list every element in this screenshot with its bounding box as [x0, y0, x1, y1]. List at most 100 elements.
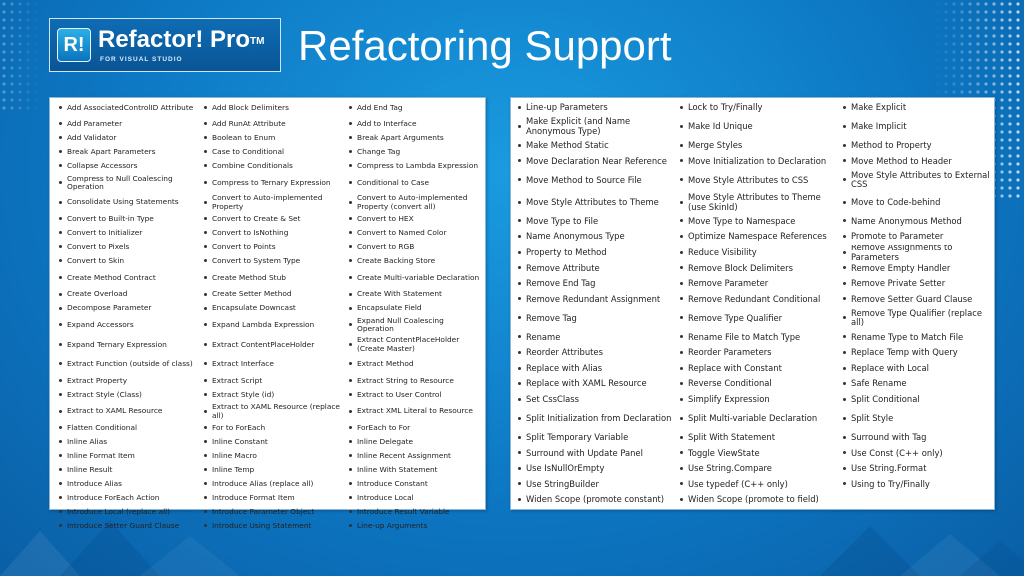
- refactoring-item: Split Conditional: [841, 392, 991, 408]
- refactoring-item: Remove Assignments to Parameters: [841, 245, 991, 260]
- refactoring-item: Add Block Delimiters: [202, 98, 344, 118]
- refactoring-item: Rename Type to Match File: [841, 330, 991, 346]
- refactoring-item: Use String.Format: [841, 461, 991, 477]
- refactoring-item: Inline Macro: [202, 449, 344, 463]
- refactoring-item: Split Multi-variable Declaration: [678, 408, 836, 430]
- refactoring-item: Toggle ViewState: [678, 446, 836, 462]
- refactoring-item: Expand Lambda Expression: [202, 316, 344, 336]
- refactoring-item: Replace with XAML Resource: [516, 376, 674, 392]
- refactoring-item: Surround with Tag: [841, 430, 991, 446]
- refactoring-item: Create With Statement: [347, 288, 480, 302]
- refactoring-item: Decompose Parameter: [57, 302, 199, 316]
- refactoring-item: Inline Format Item: [57, 449, 199, 463]
- refactoring-item: Replace Temp with Query: [841, 345, 991, 361]
- logo-product-name: Refactor! ProTM: [98, 27, 264, 53]
- refactoring-item: Remove Tag: [516, 307, 674, 329]
- logo-subtitle: FOR VISUAL STUDIO: [100, 56, 183, 63]
- refactoring-item: Remove Setter Guard Clause: [841, 292, 991, 308]
- refactoring-item: Remove Type Qualifier: [678, 307, 836, 329]
- refactoring-item: Convert to Named Color: [347, 226, 480, 240]
- refactoring-item: Combine Conditionals: [202, 159, 344, 173]
- refactoring-item: Reorder Attributes: [516, 345, 674, 361]
- refactoring-item: Introduce Local: [347, 491, 480, 505]
- refactoring-item: Inline Result: [57, 463, 199, 477]
- refactoring-item: Extract Method: [347, 355, 480, 375]
- refactoring-item: Convert to HEX: [347, 212, 480, 226]
- refactoring-item: Change Tag: [347, 145, 480, 159]
- refactoring-item: Widen Scope (promote constant): [516, 492, 674, 508]
- refactoring-item: Inline Alias: [57, 435, 199, 449]
- refactoring-item: Encapsulate Downcast: [202, 302, 344, 316]
- refactoring-item: Move Method to Header: [841, 154, 991, 170]
- refactoring-item: Convert to Create & Set: [202, 212, 344, 226]
- refactoring-item: For to ForEach: [202, 421, 344, 435]
- refactoring-item: Introduce Alias (replace all): [202, 477, 344, 491]
- refactoring-item: Conditional to Case: [347, 173, 480, 193]
- refactoring-item: Remove Redundant Conditional: [678, 292, 836, 308]
- refactoring-item: Convert to Skin: [57, 254, 199, 268]
- refactoring-item: Safe Rename: [841, 376, 991, 392]
- refactoring-item: Add Parameter: [57, 118, 199, 132]
- refactoring-item: Add Validator: [57, 131, 199, 145]
- refactoring-item: Add to Interface: [347, 118, 480, 132]
- refactoring-item: Compress to Lambda Expression: [347, 159, 480, 173]
- refactoring-item: Move Initialization to Declaration: [678, 154, 836, 170]
- refactoring-item: Use Const (C++ only): [841, 446, 991, 462]
- refactoring-item: Split Temporary Variable: [516, 430, 674, 446]
- refactoring-item: Introduce ForEach Action: [57, 491, 199, 505]
- refactoring-item: Surround with Update Panel: [516, 446, 674, 462]
- refactoring-item: Lock to Try/Finally: [678, 100, 836, 116]
- refactoring-item: ForEach to For: [347, 421, 480, 435]
- refactoring-item: Using to Try/Finally: [841, 477, 991, 493]
- refactoring-item: Remove Private Setter: [841, 276, 991, 292]
- refactoring-item: Make Explicit (and Name Anonymous Type): [516, 116, 674, 138]
- refactoring-item: Convert to Initializer: [57, 226, 199, 240]
- refactoring-item: Remove Type Qualifier (replace all): [841, 307, 991, 329]
- refactoring-item: Extract ContentPlaceHolder: [202, 335, 344, 355]
- refactoring-item: Expand Null Coalescing Operation: [347, 316, 480, 336]
- refactoring-item: Convert to Built-in Type: [57, 212, 199, 226]
- refactoring-item: Extract Style (Class): [57, 388, 199, 402]
- refactoring-item: Extract Style (id): [202, 388, 344, 402]
- refactoring-item: Create Multi-variable Declaration: [347, 268, 480, 288]
- refactoring-item: Introduce Parameter Object: [202, 505, 344, 519]
- refactoring-item: Use String.Compare: [678, 461, 836, 477]
- refactoring-item: Remove Block Delimiters: [678, 261, 836, 277]
- refactoring-item: Reverse Conditional: [678, 376, 836, 392]
- refactoring-item: Inline Constant: [202, 435, 344, 449]
- refactoring-item: Make Implicit: [841, 116, 991, 138]
- refactoring-item: Reorder Parameters: [678, 345, 836, 361]
- refactoring-item: Extract ContentPlaceHolder (Create Maste…: [347, 335, 480, 355]
- decorative-triangle-band: [0, 521, 1024, 576]
- refactoring-item: Compress to Ternary Expression: [202, 173, 344, 193]
- refactoring-item: Extract to XAML Resource: [57, 402, 199, 422]
- refactoring-item: Case to Conditional: [202, 145, 344, 159]
- refactoring-item: Introduce Format Item: [202, 491, 344, 505]
- refactoring-item: Remove End Tag: [516, 276, 674, 292]
- refactoring-item: Line-up Parameters: [516, 100, 674, 116]
- refactoring-item: Use typedef (C++ only): [678, 477, 836, 493]
- refactoring-item: Add RunAt Attribute: [202, 118, 344, 132]
- refactoring-item: Consolidate Using Statements: [57, 193, 199, 213]
- refactoring-item: Widen Scope (promote to field): [678, 492, 836, 508]
- refactoring-item: Introduce Result Variable: [347, 505, 480, 519]
- refactoring-item: Create Setter Method: [202, 288, 344, 302]
- refactoring-item: Move to Code-behind: [841, 191, 991, 213]
- refactoring-item: Rename File to Match Type: [678, 330, 836, 346]
- refactoring-item: Inline With Statement: [347, 463, 480, 477]
- refactoring-item: Name Anonymous Type: [516, 229, 674, 245]
- refactoring-item: Use IsNullOrEmpty: [516, 461, 674, 477]
- logo-name-text: Refactor! Pro: [98, 26, 251, 53]
- refactoring-item: Add End Tag: [347, 98, 480, 118]
- refactoring-item: Convert to Auto-implemented Property: [202, 193, 344, 213]
- refactoring-item: Break Apart Parameters: [57, 145, 199, 159]
- product-logo: R! Refactor! ProTM FOR VISUAL STUDIO: [49, 18, 281, 72]
- refactoring-item: Convert to RGB: [347, 240, 480, 254]
- refactoring-item: Promote to Parameter: [841, 229, 991, 245]
- refactoring-item: Move Style Attributes to CSS: [678, 169, 836, 191]
- refactoring-item: Convert to Auto-implemented Property (co…: [347, 193, 480, 213]
- refactoring-item: Expand Ternary Expression: [57, 335, 199, 355]
- refactoring-item: Introduce Alias: [57, 477, 199, 491]
